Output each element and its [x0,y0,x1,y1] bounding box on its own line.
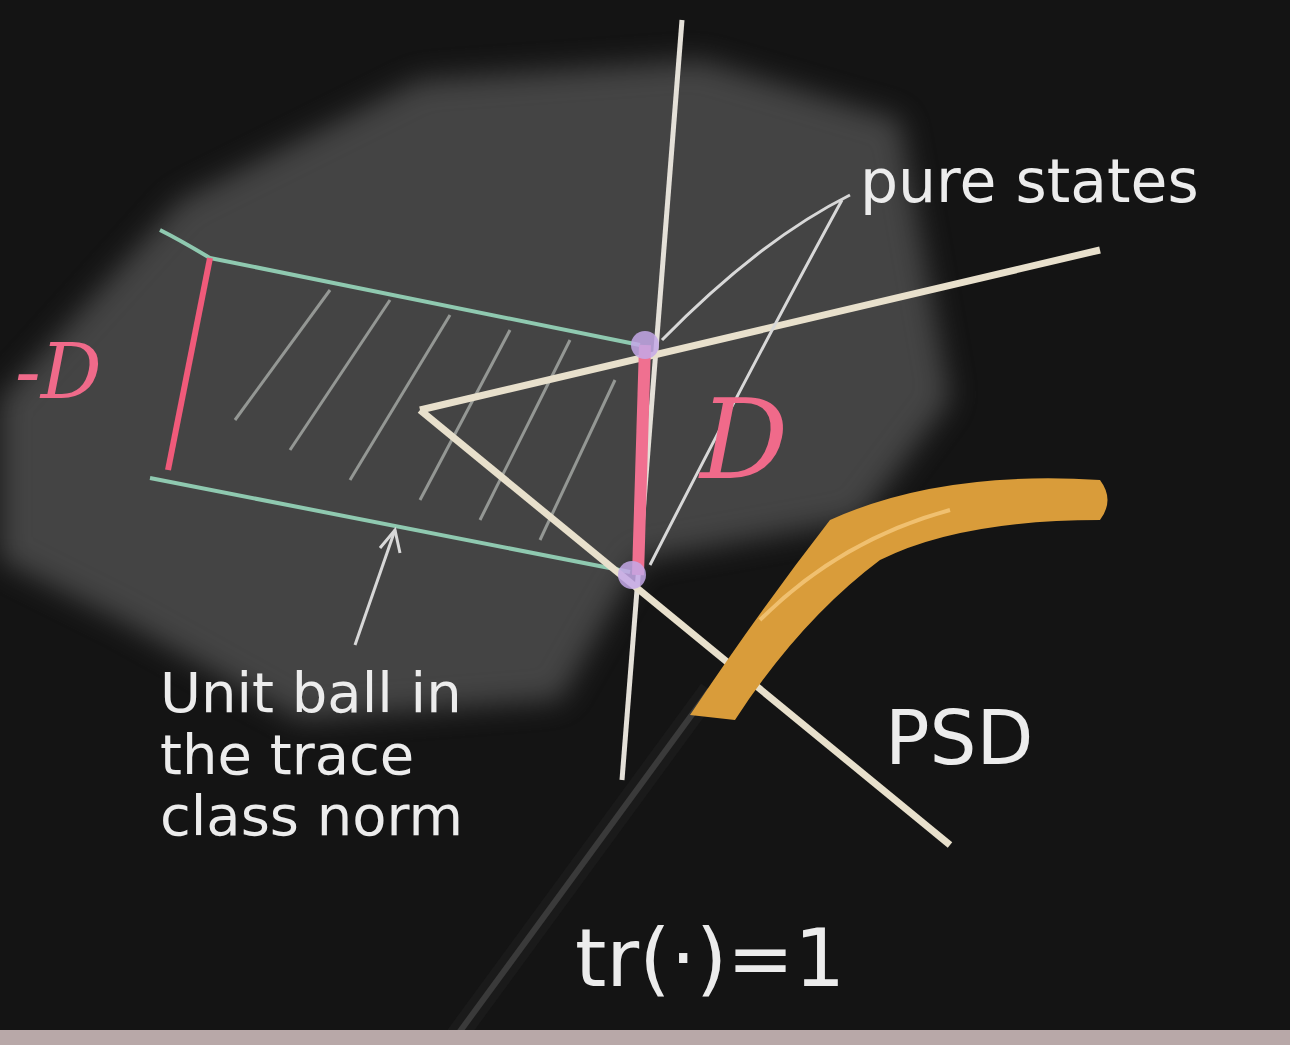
psd-label: PSD [885,698,1034,779]
minus-d-label: -D [15,330,102,414]
d-label: D [700,380,788,501]
unit-ball-label: Unit ball in the trace class norm [160,662,490,847]
trace-condition-label: tr(·)=1 [575,915,845,1003]
pure-states-label: pure states [860,148,1199,214]
